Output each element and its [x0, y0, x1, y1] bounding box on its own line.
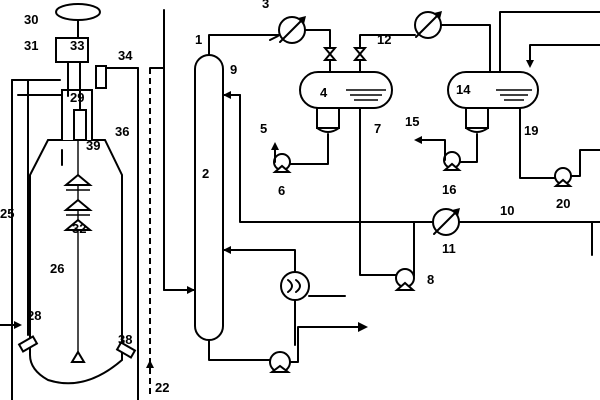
exchanger-12-arrowhead [434, 11, 442, 19]
label-16: 16 [442, 182, 456, 197]
pump-20-base [553, 178, 573, 187]
overhead-line [208, 34, 281, 56]
label-5: 5 [260, 121, 267, 136]
label-7: 7 [374, 121, 381, 136]
label-36: 36 [115, 124, 129, 139]
condenser-3-outlet [304, 29, 331, 49]
line-19 [519, 107, 556, 179]
bottoms-pump-base [269, 364, 291, 373]
label-20: 20 [556, 196, 570, 211]
reflux-arrow [223, 91, 231, 99]
label-34: 34 [118, 48, 133, 63]
reflux-to-14 [529, 44, 600, 61]
condenser-3-group [269, 16, 338, 73]
condenser-3-arrowhead [298, 16, 306, 24]
left-nozzle [17, 335, 39, 353]
drum-4-boot [316, 107, 340, 129]
item-labels: 1 2 3 4 5 6 7 8 9 10 11 12 14 15 16 19 2… [0, 0, 570, 395]
feeder-box [55, 37, 89, 63]
label-12: 12 [377, 32, 391, 47]
right-nozzle [115, 341, 137, 359]
label-8: 8 [427, 272, 434, 287]
label-38: 38 [118, 332, 132, 347]
label-28: 28 [27, 308, 41, 323]
reboiler-arrow [223, 246, 231, 254]
label-19: 19 [524, 123, 538, 138]
line-15 [419, 139, 446, 161]
reboiler-exchanger [280, 271, 310, 301]
bottom-right-arrow [146, 360, 154, 368]
drum-14-overhead [499, 11, 600, 73]
reactor-vessel [29, 139, 123, 385]
label-25: 25 [0, 206, 14, 221]
drum-14-water-line [459, 133, 478, 163]
label-6: 6 [278, 183, 285, 198]
label-14: 14 [456, 82, 471, 97]
feed-arrow [187, 286, 195, 294]
exchanger-11-arrowhead [452, 208, 460, 216]
reactor-assembly [0, 3, 196, 400]
label-22: 22 [155, 380, 169, 395]
pump-6-base [272, 164, 292, 173]
distillation-column [194, 34, 600, 373]
pump-8-base [394, 281, 416, 291]
label-2: 2 [202, 166, 209, 181]
label-31: 31 [24, 38, 38, 53]
condenser-3-coolant-in [269, 35, 279, 41]
exchanger-12-group [414, 11, 491, 73]
label-33: 33 [70, 38, 84, 53]
valve-top-1 [322, 47, 338, 56]
valve-top-2 [352, 47, 368, 56]
exchanger-12-slash [415, 12, 441, 38]
reboiler-return [222, 249, 296, 273]
drum-14-boot-bottom [465, 127, 489, 133]
valve-bottom-2 [352, 52, 368, 61]
drum-14 [447, 71, 539, 109]
bottoms-product-line [289, 326, 361, 363]
pump-20-discharge [570, 149, 600, 177]
side-sensor [95, 65, 107, 89]
label-3: 3 [262, 0, 269, 11]
drum-14-group [414, 11, 600, 187]
label-26: 26 [50, 261, 64, 276]
line-10 [239, 94, 600, 223]
condenser-3-slash [279, 17, 305, 43]
column-2 [194, 54, 224, 341]
feeder-nozzle [73, 109, 87, 141]
line-15-arrow [414, 136, 422, 144]
drum-14-boot [465, 107, 489, 129]
left-inlet-arrow [14, 321, 22, 329]
drum-4-water-line [289, 133, 329, 165]
cone-2 [63, 198, 93, 211]
bottoms-line [208, 339, 271, 361]
label-1: 1 [195, 32, 202, 47]
exchanger-11-group [432, 208, 593, 256]
bottoms-product-arrow [358, 322, 368, 332]
label-9: 9 [230, 62, 237, 77]
label-39: 39 [86, 138, 100, 153]
label-30: 30 [24, 12, 38, 27]
reactor-top-cap [55, 3, 101, 21]
label-11: 11 [442, 241, 456, 256]
label-10: 10 [500, 203, 514, 218]
label-29: 29 [70, 90, 84, 105]
pump-6-arrow [271, 142, 279, 150]
bottom-distributor [70, 350, 86, 363]
cone-1 [63, 173, 93, 186]
label-32: 32 [72, 221, 86, 236]
line-7 [359, 107, 397, 276]
reflux-to-14-arrow [526, 60, 534, 68]
drum-4-group [271, 34, 416, 291]
cone-3 [63, 218, 93, 231]
label-4: 4 [320, 85, 328, 100]
drum-4-boot-bottom [316, 127, 340, 133]
exchanger-11-slash [433, 209, 459, 235]
label-15: 15 [405, 114, 419, 129]
exchanger-12-outlet [440, 24, 491, 73]
reboiler-coil [287, 279, 301, 293]
pump-16-base [442, 162, 462, 171]
